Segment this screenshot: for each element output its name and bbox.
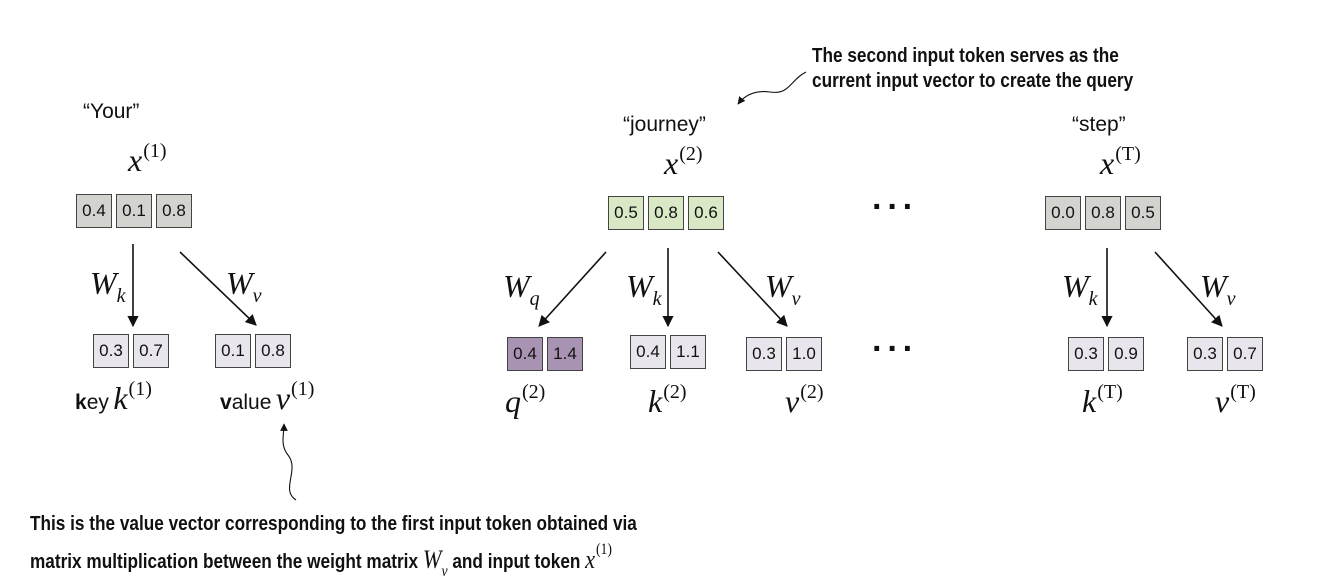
input-vector-label-xT: x(T) [1100, 143, 1141, 181]
k2-cell: 0.4 [630, 335, 666, 369]
weight-label-wk: Wk [90, 265, 126, 307]
weight-label-wk: Wk [1062, 268, 1098, 310]
vT-cell: 0.3 [1187, 337, 1223, 371]
arrow-x1-to-v1 [179, 251, 257, 326]
annotation-arrow-top [737, 71, 807, 105]
input-vector-label-x2: x(2) [664, 143, 703, 181]
v2-cell: 0.3 [746, 337, 782, 371]
annotation-arrow-bottom [280, 423, 297, 501]
ellipsis-inputs: ··· [872, 188, 918, 226]
weight-label-wv: Wv [226, 265, 262, 307]
x2-cell: 0.6 [688, 196, 724, 230]
annotation-top: The second input token serves as the cur… [812, 44, 1133, 94]
v1-cell: 0.1 [215, 334, 251, 368]
xT-cell: 0.8 [1085, 196, 1121, 230]
key-label-kT: k(T) [1082, 381, 1123, 419]
value-label-v2: v(2) [785, 381, 824, 419]
k1-cell: 0.3 [93, 334, 129, 368]
weight-label-wq: Wq [503, 268, 540, 310]
query-label-q2: q(2) [505, 381, 546, 419]
v1-cell: 0.8 [255, 334, 291, 368]
arrow-x2-to-v2 [717, 251, 788, 327]
x2-cell: 0.8 [648, 196, 684, 230]
x1-cell: 0.8 [156, 194, 192, 228]
value-label-vT: v(T) [1215, 381, 1256, 419]
xT-cell: 0.0 [1045, 196, 1081, 230]
value-label-v1: value v(1) [220, 378, 315, 416]
weight-label-wv: Wv [1200, 268, 1236, 310]
key-label-k1: key k(1) [75, 378, 152, 416]
annotation-bottom-line1: This is the value vector corresponding t… [30, 513, 637, 535]
x1-cell: 0.4 [76, 194, 112, 228]
q2-cell: 0.4 [507, 337, 543, 371]
annotation-top-line1: The second input token serves as the [812, 45, 1119, 67]
weight-label-wk: Wk [626, 268, 662, 310]
arrow-xT-to-vT [1154, 251, 1223, 327]
vT-cell: 0.7 [1227, 337, 1263, 371]
q2-cell: 1.4 [547, 337, 583, 371]
x1-cell: 0.1 [116, 194, 152, 228]
weight-label-wv: Wv [765, 268, 801, 310]
arrow-x2-to-q2 [538, 251, 607, 327]
annotation-bottom: This is the value vector corresponding t… [30, 512, 637, 580]
annotation-bottom-line2: matrix multiplication between the weight… [30, 541, 613, 580]
token-word-journey: “journey” [623, 113, 706, 136]
annotation-top-line2: current input vector to create the query [812, 70, 1134, 92]
input-vector-label-x1: x(1) [128, 140, 167, 178]
ellipsis-outputs: ··· [872, 330, 918, 368]
token-word-step: “step” [1072, 113, 1126, 136]
xT-cell: 0.5 [1125, 196, 1161, 230]
key-label-k2: k(2) [648, 381, 687, 419]
x2-cell: 0.5 [608, 196, 644, 230]
k1-cell: 0.7 [133, 334, 169, 368]
v2-cell: 1.0 [786, 337, 822, 371]
kT-cell: 0.3 [1068, 337, 1104, 371]
k2-cell: 1.1 [670, 335, 706, 369]
token-word-your: “Your” [83, 100, 140, 123]
kT-cell: 0.9 [1108, 337, 1144, 371]
